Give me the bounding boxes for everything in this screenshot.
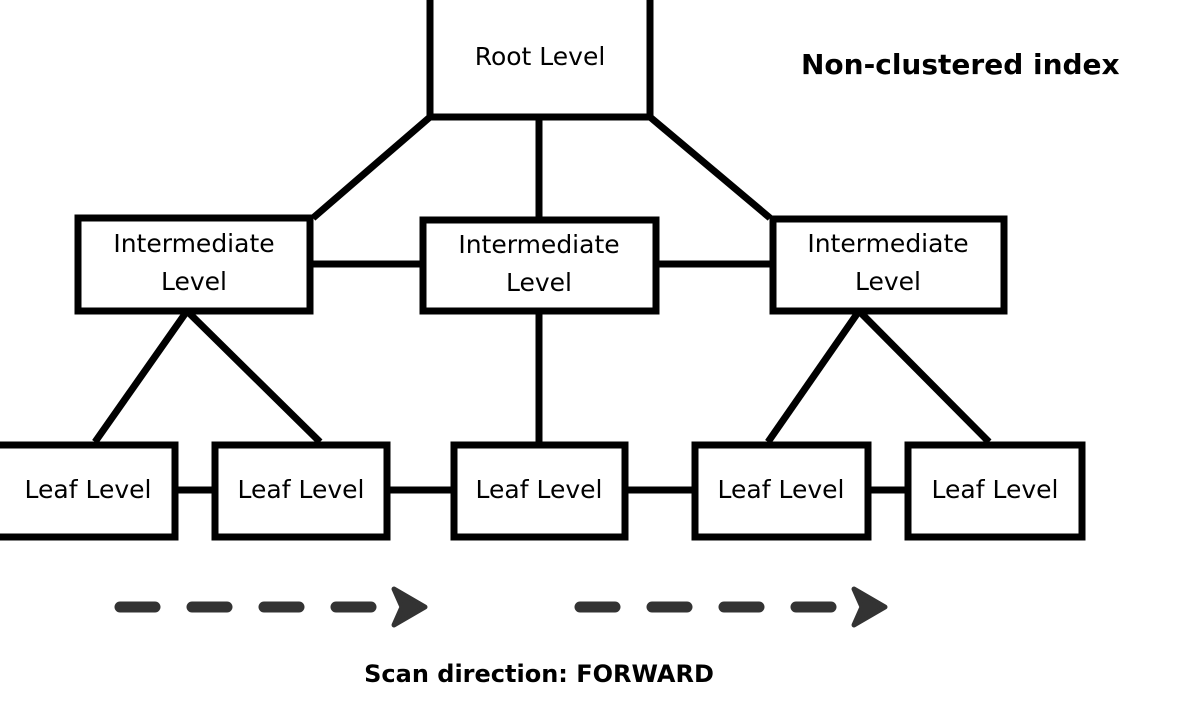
link-intermediate-3-to-leaf-5: [856, 308, 992, 445]
node-leaf-1[interactable]: Leaf Level: [0, 441, 179, 541]
node-intermediate-2-label-line-1: Intermediate: [458, 230, 619, 259]
node-intermediate-3-label-line-2: Level: [855, 267, 921, 296]
node-intermediate-3[interactable]: Intermediate Level: [769, 215, 1008, 315]
link-root-to-intermediate-1: [310, 114, 433, 221]
node-intermediate-3-label-line-1: Intermediate: [807, 229, 968, 258]
node-leaf-3[interactable]: Leaf Level: [450, 441, 629, 541]
scan-arrow-left: [114, 586, 428, 628]
node-leaf-1-label: Leaf Level: [25, 475, 152, 504]
link-intermediate-1-to-leaf-1: [92, 308, 190, 445]
node-leaf-5-label: Leaf Level: [932, 475, 1059, 504]
node-leaf-5[interactable]: Leaf Level: [904, 441, 1086, 541]
link-intermediate-1-to-leaf-2: [184, 308, 323, 445]
node-leaf-2[interactable]: Leaf Level: [211, 441, 391, 541]
node-root-1[interactable]: Root Level: [426, 0, 654, 121]
node-intermediate-2-label-line-2: Level: [506, 268, 572, 297]
node-leaf-2-label: Leaf Level: [238, 475, 365, 504]
node-leaf-1-box: [0, 441, 179, 541]
node-intermediate-1-box: [74, 214, 314, 315]
connector-layer: [92, 110, 992, 494]
scan-arrow-right-head-icon: [851, 586, 888, 628]
node-leaf-4-box: [691, 441, 872, 541]
scan-direction-caption: Scan direction: FORWARD: [364, 660, 714, 688]
node-intermediate-3-box: [769, 215, 1008, 315]
link-root-to-intermediate-3: [647, 114, 773, 221]
node-root-1-box: [426, 0, 654, 121]
node-intermediate-1-label-line-1: Intermediate: [113, 229, 274, 258]
node-root-1-label: Root Level: [475, 42, 606, 71]
link-intermediate-3-to-leaf-4: [765, 309, 862, 444]
node-intermediate-1-label-line-2: Level: [161, 267, 227, 296]
node-leaf-5-box: [904, 441, 1086, 541]
diagram-title: Non-clustered index: [801, 48, 1120, 81]
scan-arrow-right: [574, 586, 888, 628]
scan-arrow-left-head-icon: [391, 586, 428, 628]
node-leaf-4[interactable]: Leaf Level: [691, 441, 872, 541]
node-leaf-3-label: Leaf Level: [476, 475, 603, 504]
node-leaf-4-label: Leaf Level: [718, 475, 845, 504]
node-leaf-2-box: [211, 441, 391, 541]
node-leaf-3-box: [450, 441, 629, 541]
node-intermediate-1[interactable]: Intermediate Level: [74, 214, 314, 315]
node-intermediate-2-box: [419, 216, 660, 315]
node-intermediate-2[interactable]: Intermediate Level: [419, 216, 660, 315]
